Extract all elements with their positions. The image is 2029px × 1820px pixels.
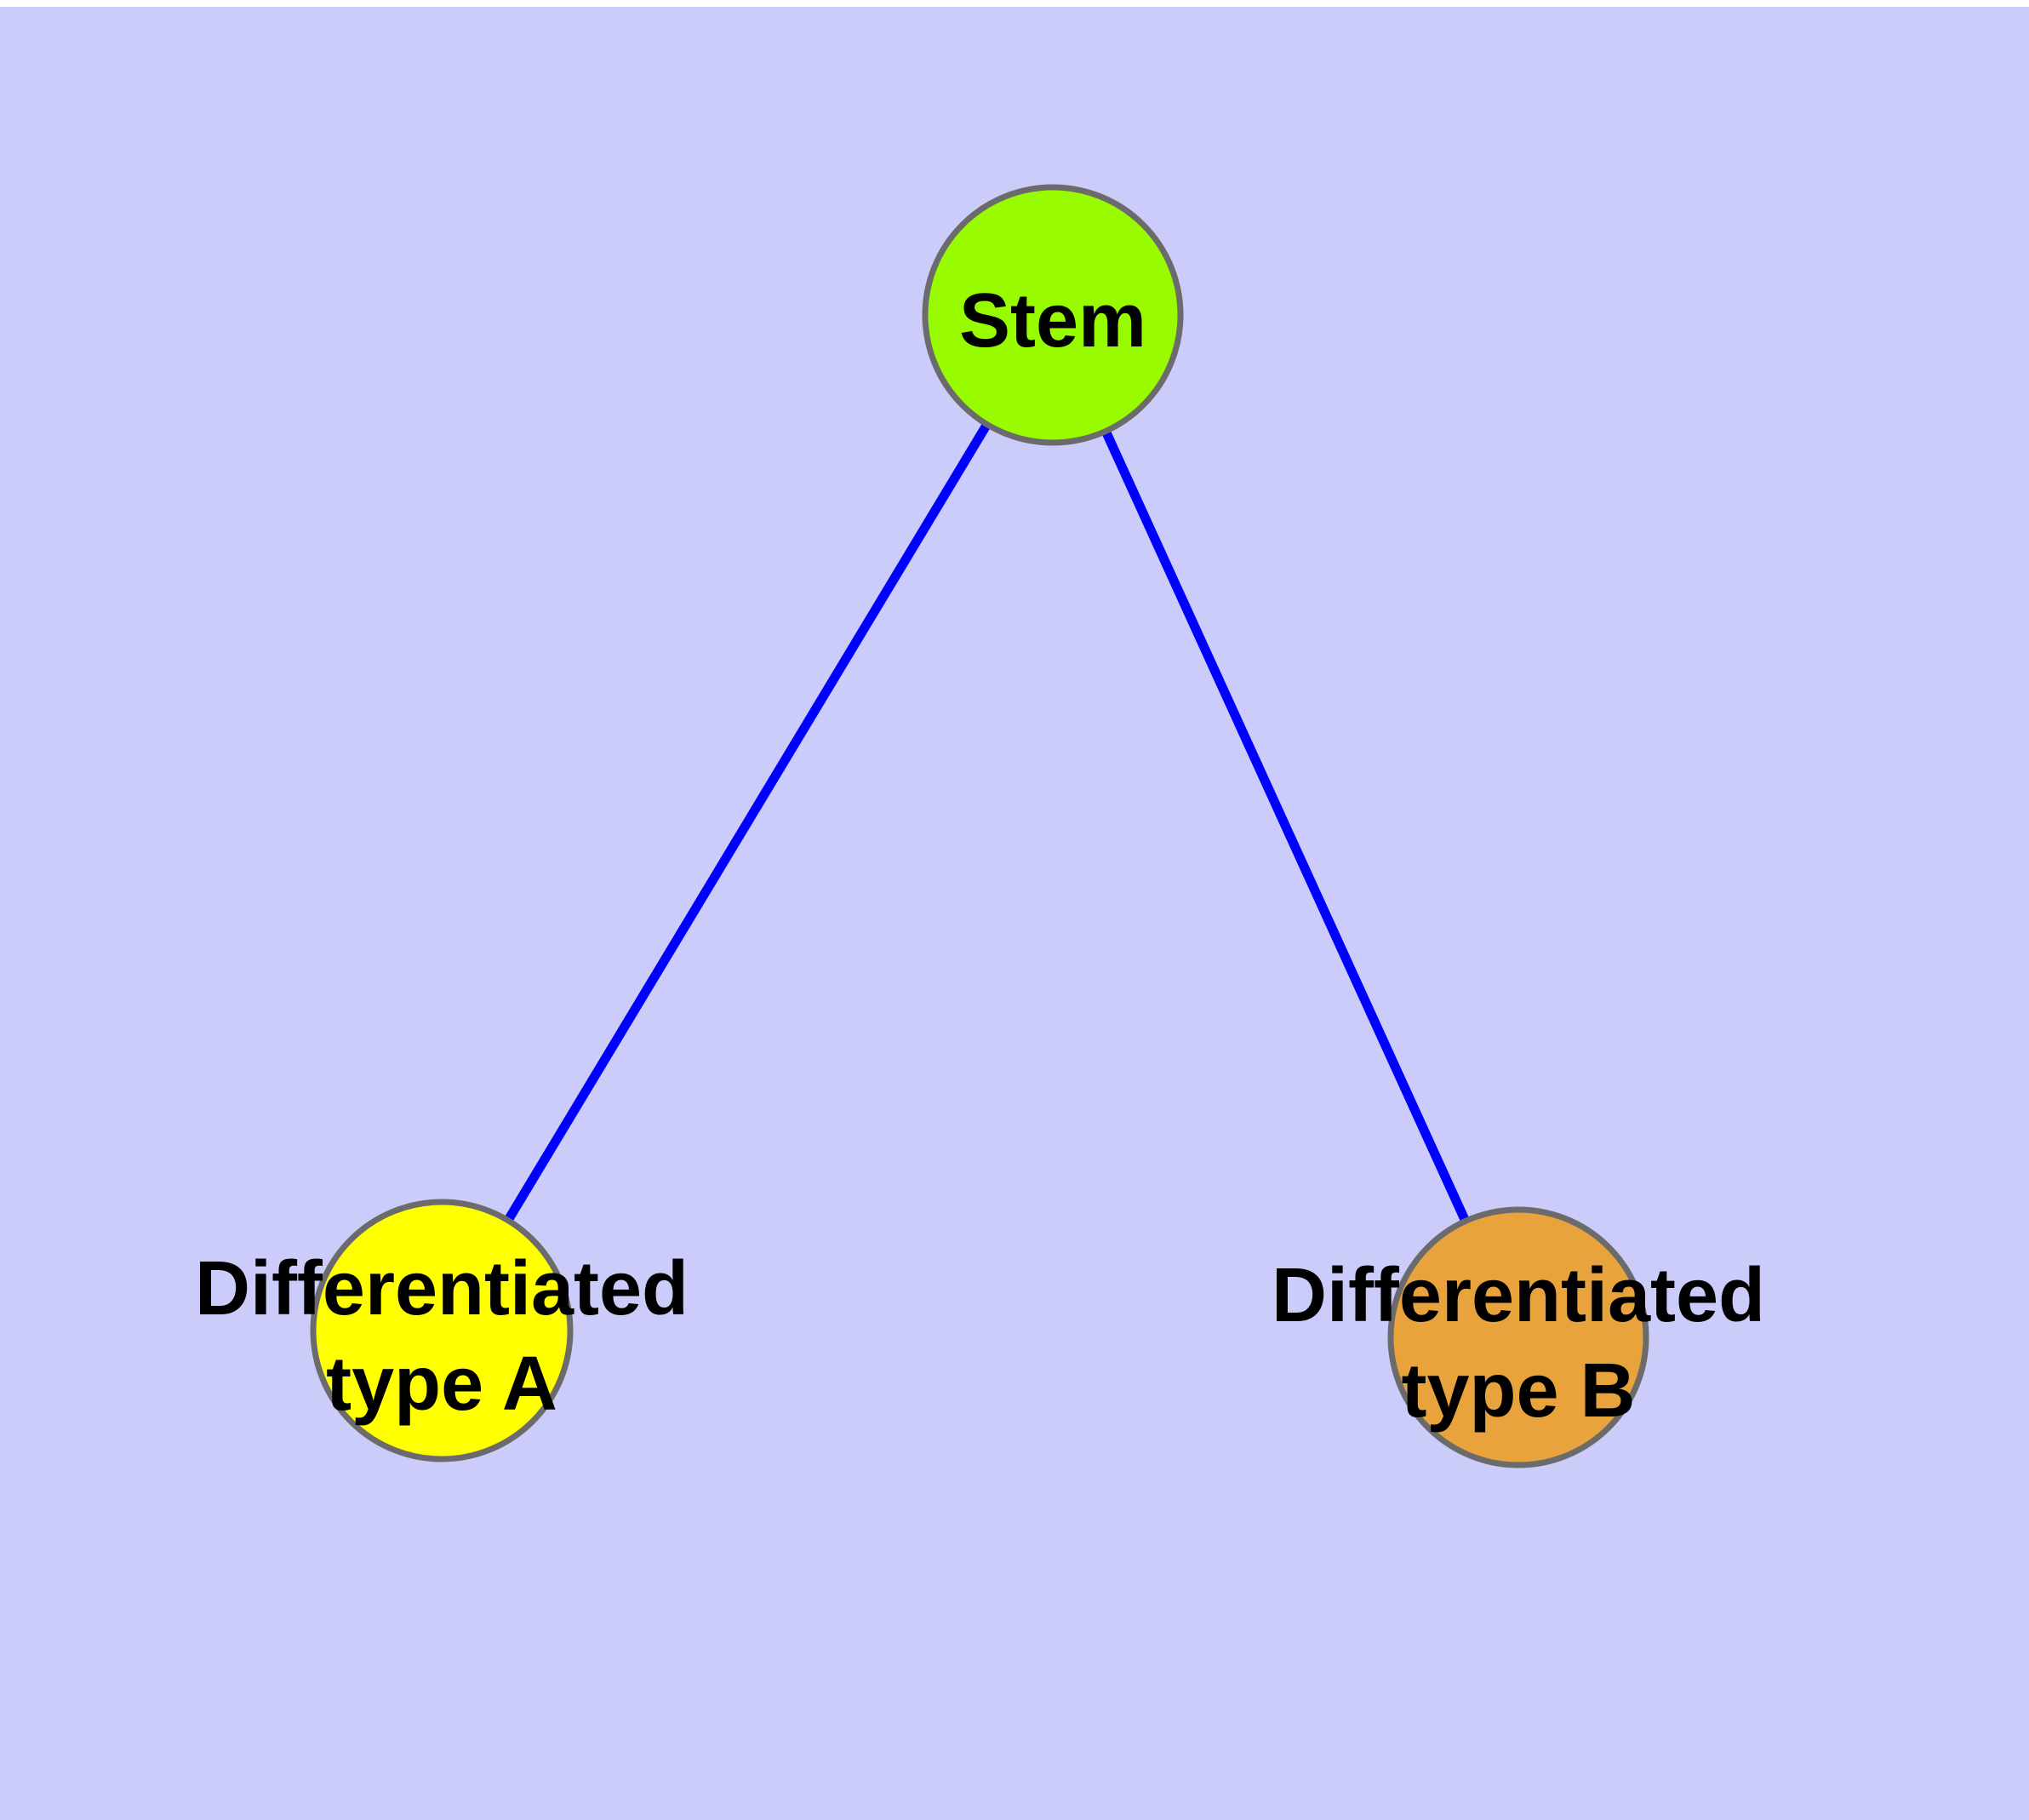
node-differentiated-type-a [310,1199,574,1462]
node-label-differentiated-type-a-line-1: Differentiated [195,1246,689,1331]
node-differentiated-type-b [1387,1206,1649,1468]
edge-stem-to-differentiated-type-a [437,312,1057,1333]
node-label-differentiated-type-b-line-2: type B [1401,1348,1635,1434]
nodes-layer [310,184,1649,1468]
node-stem [922,184,1184,446]
node-label-differentiated-type-b-line-1: Differentiated [1272,1253,1765,1338]
edges-layer [437,312,1523,1340]
edge-stem-to-differentiated-type-b [1048,312,1523,1340]
node-label-differentiated-type-a-line-2: type A [326,1342,557,1427]
node-label-stem-line-1: Stem [959,278,1146,363]
